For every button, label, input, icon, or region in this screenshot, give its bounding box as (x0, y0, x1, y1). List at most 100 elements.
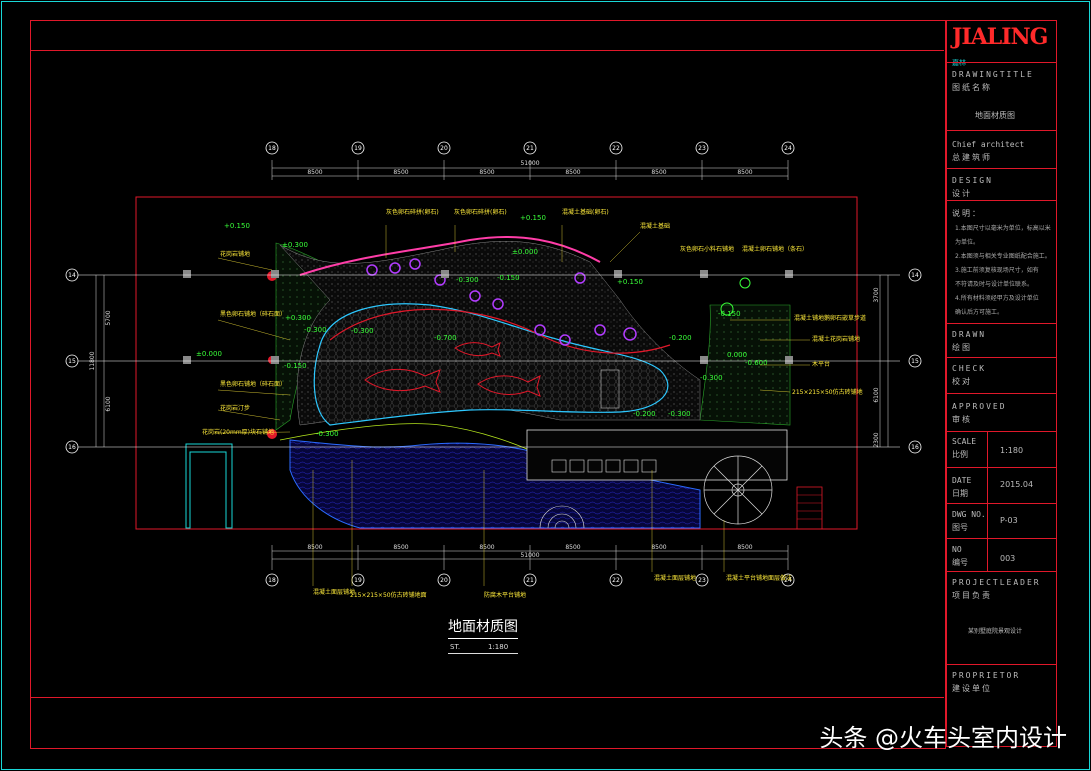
dim-top: 8500 (737, 169, 752, 176)
dim-bottom: 8500 (651, 544, 666, 551)
level-mark: -0.300 (304, 326, 327, 334)
date-cn: 日期 (952, 489, 968, 498)
check-label: CHECK (952, 364, 987, 373)
leader-note: 215×215×50仿古砖铺地 (792, 388, 863, 396)
floor-material-plan: 18 19 20 21 22 23 24 18 19 20 21 22 23 2… (65, 141, 922, 599)
tb-rule-4 (946, 200, 1057, 201)
axis-bubbles-bottom (265, 573, 795, 587)
fish-mosaic-3 (454, 342, 501, 357)
dim-top: 8500 (565, 169, 580, 176)
project-leader-label: PROJECTLEADER (952, 578, 1041, 587)
dwg-no-label: DWG NO. (952, 510, 986, 519)
dim-right: 2300 (873, 432, 880, 447)
tb-rule-3 (946, 168, 1057, 169)
deck-stack (600, 369, 620, 409)
tb-rule-8 (946, 431, 1057, 432)
leader-note: 黑色卵石铺地（碎石面） (220, 310, 286, 318)
dim-bottom: 8500 (479, 544, 494, 551)
company-logo: JIALING 嘉林 (952, 24, 1052, 67)
leader-note: 花岗岩铺地 (220, 250, 250, 258)
level-mark: +0.300 (285, 314, 311, 322)
level-mark: +0.150 (520, 214, 546, 222)
tb-rule-2 (946, 130, 1057, 131)
frame-bottom-rule (30, 697, 944, 698)
proprietor-cn: 建设单位 (952, 684, 992, 693)
project-leader-cn: 项目负责 (952, 591, 992, 600)
axis-bubbles-top (265, 141, 795, 155)
axis-label-left: 14 (68, 272, 76, 279)
fountain-wheel (703, 455, 773, 525)
note-line: 3.施工前须复核现场尺寸，如有 (955, 267, 1039, 274)
feature-wall-arc (299, 235, 601, 276)
date-label: DATE (952, 476, 972, 485)
leader-note: 混凝土面层铺地 (313, 588, 355, 596)
dim-top: 8500 (651, 169, 666, 176)
leader-note: 灰色卵石小料石铺地 (680, 245, 734, 253)
axis-label-right: 16 (911, 444, 919, 451)
drawing-title-value: 地面材质图 (975, 111, 1015, 120)
entry-strip (185, 443, 233, 529)
path-curve-inner (329, 308, 671, 354)
approved-cn: 审核 (952, 415, 972, 424)
level-mark: -0.300 (316, 430, 339, 438)
note-line: 1.本图尺寸以毫米为单位，标高以米为单位。 (955, 225, 1051, 246)
dim-top: 8500 (307, 169, 322, 176)
title-block (946, 20, 1057, 747)
note-line: 2.本图须与相关专业图纸配合施工。 (955, 253, 1051, 260)
dim-bottom: 8500 (307, 544, 322, 551)
leader-note: 混凝土铺地鹅卵石嵌草步道 (794, 314, 866, 322)
leader-note: 215×215×50仿古砖铺地面 (350, 591, 427, 599)
axis-label-top: 21 (526, 145, 534, 152)
leader-note: 花岗岩(20mm厚)块石铺地 (202, 428, 274, 436)
fish-mosaic-1 (364, 368, 441, 393)
level-mark: ±0.300 (282, 241, 308, 249)
plan-scale-prefix: ST. (450, 643, 461, 651)
level-mark: -0.700 (434, 334, 457, 342)
level-mark: -0.200 (633, 410, 656, 418)
dim-bottom: 8500 (393, 544, 408, 551)
level-mark: -0.300 (456, 276, 479, 284)
level-mark: -0.150 (497, 274, 520, 282)
axis-label-top: 20 (440, 145, 448, 152)
axis-ticks (271, 160, 789, 570)
no-label: NO (952, 545, 962, 554)
leader-note: 混凝土基础(卵石) (562, 208, 609, 216)
axis-label-bottom: 22 (612, 577, 620, 584)
note-line: 4.所有材料须经甲方及设计单位 (955, 295, 1039, 302)
dim-bottom-total: 51000 (520, 552, 539, 559)
hex-paving (313, 303, 669, 426)
leader-note: 木平台 (812, 360, 830, 368)
scale-label: SCALE (952, 437, 977, 446)
leader-note: 混凝土花岗岩铺地 (812, 335, 860, 343)
axis-label-bottom: 20 (440, 577, 448, 584)
approved-label: APPROVED (952, 402, 1007, 411)
date-value: 2015.04 (1000, 480, 1034, 489)
leader-note: 灰色卵石碎拼(卵石) (386, 208, 439, 216)
planter-rings (366, 258, 637, 346)
tb-rule-5 (946, 323, 1057, 324)
lawn-right (699, 304, 791, 426)
plan-scale-rule (448, 653, 518, 654)
leader-note: 混凝土基础 (640, 222, 670, 230)
dim-left: 6100 (105, 396, 112, 411)
note-line: 确认后方可施工。 (955, 309, 1004, 316)
level-mark: ±0.000 (196, 350, 222, 358)
notes-list: 1.本图尺寸以毫米为单位，标高以米为单位。 2.本图须与相关专业图纸配合施工。 … (955, 222, 1053, 320)
axis-label-top: 23 (698, 145, 706, 152)
tb-rule-9 (946, 467, 1057, 468)
dwg-no-value: P-03 (1000, 516, 1018, 525)
axis-label-left: 16 (68, 444, 76, 451)
level-mark: -0.200 (669, 334, 692, 342)
level-mark: +0.150 (224, 222, 250, 230)
leader-note: 混凝土卵石铺地（条石） (742, 245, 808, 253)
tb-rule-7 (946, 393, 1057, 394)
tb-rule-11 (946, 538, 1057, 539)
leader-note: 花岗岩汀步 (220, 404, 250, 412)
dim-right: 3700 (873, 287, 880, 302)
design-cn: 设计 (952, 189, 972, 198)
axis-label-bottom: 21 (526, 577, 534, 584)
tree-marker (739, 277, 751, 289)
axis-label-bottom: 18 (268, 577, 276, 584)
plan-title: 地面材质图 (448, 616, 518, 639)
